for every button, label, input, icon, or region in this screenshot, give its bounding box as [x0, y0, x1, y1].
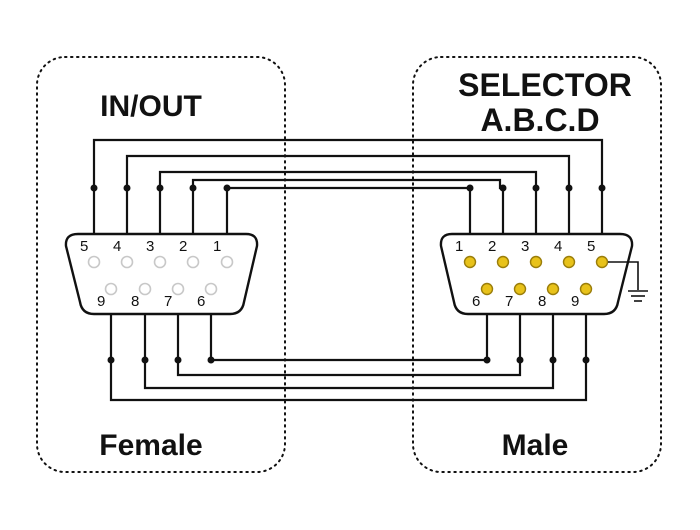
right-dotted-boundary — [412, 56, 662, 473]
ground-icon — [608, 261, 648, 302]
female-pin-1 — [220, 255, 234, 269]
female-pin-3 — [153, 255, 167, 269]
left-dotted-boundary — [36, 56, 286, 473]
male-pin-8 — [546, 282, 560, 296]
male-pin-2 — [496, 255, 510, 269]
wire-pin9-to-pin9 — [109, 288, 588, 402]
male-pin-6 — [480, 282, 494, 296]
male-pin-label: 1 — [455, 238, 463, 255]
male-pin-4 — [562, 255, 576, 269]
male-pin-label: 4 — [554, 238, 562, 255]
female-pin-label: 5 — [80, 238, 88, 255]
female-pin-label: 1 — [213, 238, 221, 255]
male-pin-1 — [463, 255, 477, 269]
male-pin-label: 5 — [587, 238, 595, 255]
junction-dots — [90, 184, 606, 364]
female-pin-6 — [204, 282, 218, 296]
female-pins — [87, 255, 234, 296]
female-pin-5 — [87, 255, 101, 269]
male-pin-label: 7 — [505, 293, 513, 310]
male-pin-label: 6 — [472, 293, 480, 310]
right-heading-line2: A.B.C.D — [480, 102, 599, 138]
female-pin-label: 9 — [97, 293, 105, 310]
female-pin-4 — [120, 255, 134, 269]
wire-pin4-to-pin4 — [125, 154, 571, 260]
wire-pin7-to-pin7 — [176, 288, 522, 377]
wire-pin5-to-pin5 — [92, 138, 604, 260]
left-heading: IN/OUT — [100, 90, 202, 123]
female-pin-label: 3 — [146, 238, 154, 255]
female-pin-label: 2 — [179, 238, 187, 255]
right-heading-line1: SELECTOR — [458, 67, 632, 103]
right-gender-label: Male — [502, 429, 569, 462]
male-pin-9 — [579, 282, 593, 296]
male-pin-5 — [595, 255, 609, 269]
wire-pin2-to-pin2 — [191, 178, 505, 260]
female-pin-2 — [186, 255, 200, 269]
male-pins — [463, 255, 609, 296]
left-gender-label: Female — [99, 429, 202, 462]
wire-pin1-to-pin1 — [225, 186, 472, 260]
female-pin-9 — [104, 282, 118, 296]
female-pin-7 — [171, 282, 185, 296]
female-pin-8 — [138, 282, 152, 296]
female-pin-label: 7 — [164, 293, 172, 310]
wire-pin3-to-pin3 — [158, 170, 538, 260]
male-pin-7 — [513, 282, 527, 296]
bottom-wires — [109, 288, 588, 402]
top-wires — [92, 138, 604, 260]
female-connector-shell — [64, 232, 259, 316]
male-pin-label: 8 — [538, 293, 546, 310]
male-pin-label: 3 — [521, 238, 529, 255]
female-pin-label: 4 — [113, 238, 121, 255]
female-pin-label: 6 — [197, 293, 205, 310]
male-connector-shell — [439, 232, 634, 316]
male-pin-3 — [529, 255, 543, 269]
male-pin-label: 9 — [571, 293, 579, 310]
wire-pin8-to-pin8 — [143, 288, 555, 390]
wire-pin6-to-pin6 — [209, 288, 489, 362]
female-pin-label: 8 — [131, 293, 139, 310]
male-pin-label: 2 — [488, 238, 496, 255]
